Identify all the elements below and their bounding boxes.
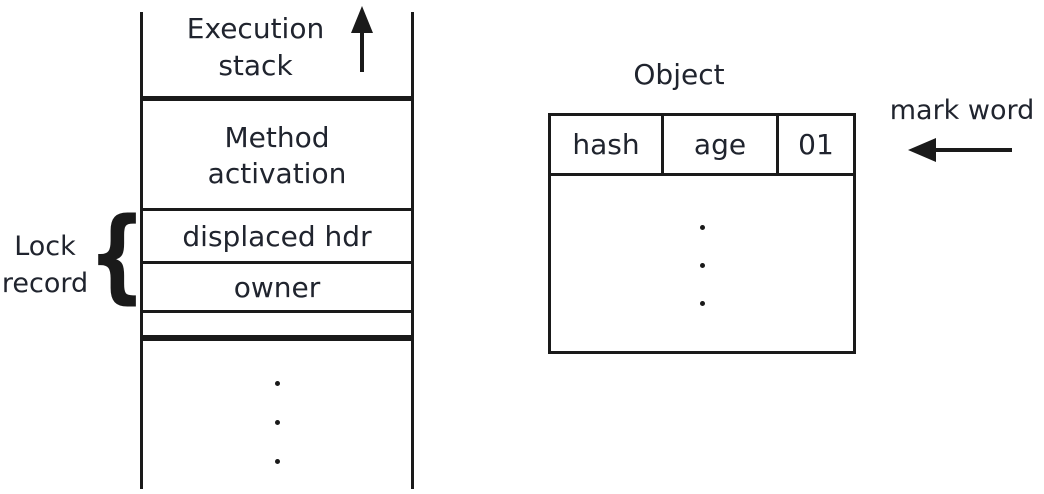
up-arrow-head <box>351 6 373 33</box>
execution-stack-title: Execution stack <box>148 10 363 84</box>
left-arrow-shaft <box>934 148 1012 152</box>
stack-divider-1 <box>140 208 414 211</box>
ellipsis-dot <box>274 381 280 386</box>
stack-frame-divider-thick-top <box>140 96 414 101</box>
displaced-header-slot: displaced hdr <box>182 219 372 253</box>
object-title: Object <box>633 58 725 91</box>
ellipsis-dot <box>699 225 705 230</box>
mark-word-label: mark word <box>889 95 1035 126</box>
stack-right-border-line <box>411 12 414 489</box>
method-activation-line2: activation <box>207 157 347 190</box>
object-body-vertical-ellipsis <box>551 176 853 306</box>
method-activation-frame: Method activation <box>143 120 411 192</box>
object-box: hash age 01 <box>548 113 856 354</box>
ellipsis-dot <box>699 301 705 306</box>
age-field: age <box>661 116 779 173</box>
ellipsis-dot <box>699 263 705 268</box>
lock-bits-field: 01 <box>798 128 834 161</box>
ellipsis-dot <box>274 459 280 464</box>
lock-record-brace: { <box>88 196 147 315</box>
lock-record-label: Lock record <box>0 228 90 302</box>
execution-stack-title-line2: stack <box>218 49 293 82</box>
execution-stack-title-line1: Execution <box>186 12 325 45</box>
ellipsis-dot <box>274 420 280 425</box>
stack-frame-divider-thick-bottom <box>140 335 414 341</box>
stack-left-border-line <box>140 12 143 489</box>
stack-divider-3 <box>140 310 414 313</box>
left-arrow-head <box>908 138 936 162</box>
owner-slot: owner <box>233 270 321 304</box>
up-arrow-shaft <box>360 33 364 72</box>
lock-record-label-line1: Lock <box>14 231 76 262</box>
mark-word-left-arrow-icon <box>908 138 1012 162</box>
lock-record-label-line2: record <box>1 268 89 299</box>
stack-vertical-ellipsis <box>140 381 414 464</box>
method-activation-line1: Method <box>224 121 330 154</box>
hash-field: hash <box>572 128 640 161</box>
stack-divider-2 <box>140 261 414 264</box>
mark-word-header-row: hash age 01 <box>551 116 853 176</box>
stack-growth-up-arrow-icon <box>351 6 373 72</box>
